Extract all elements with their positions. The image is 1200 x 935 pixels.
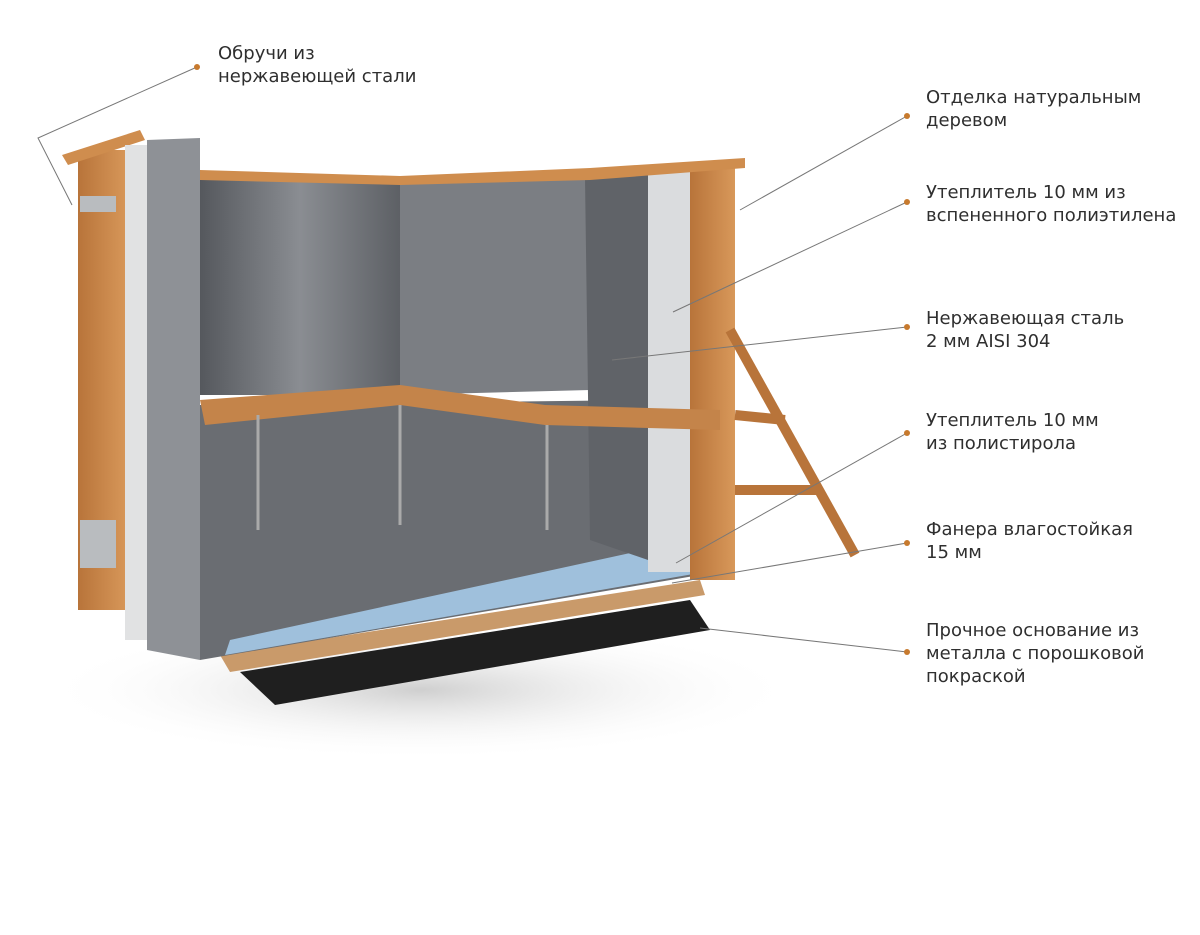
label-line: Прочное основание из	[926, 620, 1140, 641]
metal-base	[240, 600, 710, 705]
label-line: деревом	[926, 110, 1008, 131]
steel-lower-wall	[200, 400, 700, 660]
label-wood-finish: Отделка натуральным деревом	[926, 86, 1141, 132]
label-line: Обручи из	[218, 43, 315, 64]
label-line: металла с порошковой	[926, 643, 1145, 664]
pe-insulation-layer	[648, 172, 690, 572]
label-line: Утеплитель 10 мм из	[926, 182, 1126, 203]
label-line: из полистирола	[926, 433, 1077, 454]
label-line: нержавеющей стали	[218, 66, 417, 87]
steel-back-wall-right	[400, 178, 590, 395]
foam-insulation-floor	[225, 540, 705, 655]
steel-hoop-top	[80, 196, 116, 212]
label-line: покраской	[926, 666, 1026, 687]
label-line: Утеплитель 10 мм	[926, 410, 1099, 431]
label-line: 2 мм AISI 304	[926, 331, 1051, 352]
leader-dots	[194, 64, 910, 655]
label-line: вспененного полиэтилена	[926, 205, 1177, 226]
label-hoops: Обручи из нержавеющей стали	[218, 42, 416, 88]
steel-back-wall-left	[200, 175, 400, 395]
label-line: 15 мм	[926, 542, 982, 563]
plywood-floor	[220, 580, 705, 672]
steel-right-wall	[585, 175, 648, 560]
wooden-steps	[725, 327, 860, 558]
wood-rim-top	[200, 158, 745, 185]
steel-hoop-bottom	[80, 520, 116, 568]
label-plywood: Фанера влагостойкая 15 мм	[926, 518, 1133, 564]
wood-cap-left	[62, 130, 145, 165]
label-line: Нержавеющая сталь	[926, 308, 1125, 329]
label-stainless: Нержавеющая сталь 2 мм AISI 304	[926, 307, 1124, 353]
wood-panel-right	[690, 165, 735, 580]
label-ps-insulation: Утеплитель 10 мм из полистирола	[926, 409, 1099, 455]
steel-left-wall	[147, 138, 200, 660]
label-base: Прочное основание из металла с порошково…	[926, 619, 1144, 688]
pe-insulation-left	[125, 145, 147, 640]
label-line: Фанера влагостойкая	[926, 519, 1133, 540]
leader-lines	[37, 66, 908, 653]
label-line: Отделка натуральным	[926, 87, 1142, 108]
wood-bench	[200, 385, 720, 430]
label-pe-insulation: Утеплитель 10 мм из вспененного полиэтил…	[926, 181, 1176, 227]
